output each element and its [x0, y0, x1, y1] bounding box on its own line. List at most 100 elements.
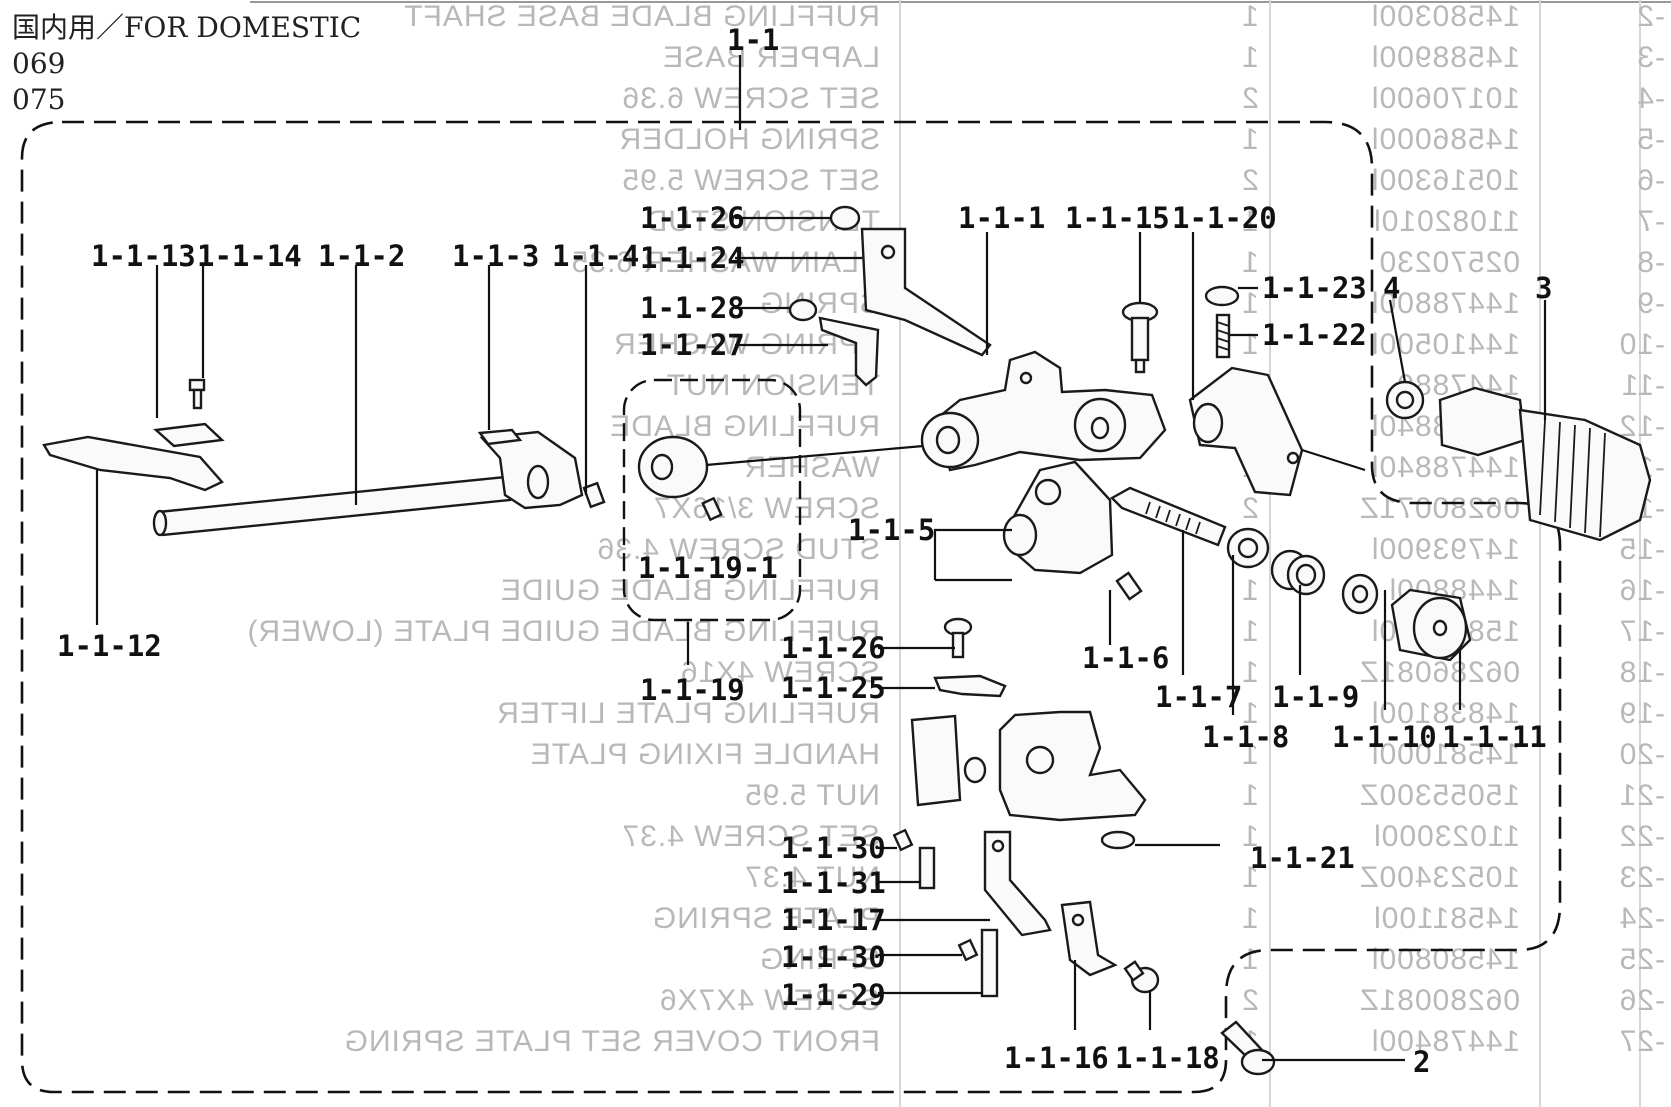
- ghost-part-code: 11023000l: [1373, 820, 1520, 853]
- callout-1-1-20: 1-1-20: [1172, 201, 1277, 235]
- ghost-part-name: SPRING HOLDER: [619, 123, 880, 156]
- ghost-part-index: -25: [1619, 943, 1665, 976]
- part-1-1-23-screw: [1204, 285, 1240, 307]
- ghost-part-index: -16: [1619, 574, 1665, 607]
- ghost-part-qty: 1: [1241, 902, 1259, 935]
- ghost-part-index: -7: [1636, 205, 1665, 238]
- ghost-part-code: 14588900l: [1371, 41, 1520, 74]
- part-1-1-5-block: [1002, 460, 1114, 575]
- part-1-1-2-shaft: [152, 475, 512, 537]
- part-1-1-7-stud: [1110, 486, 1227, 547]
- ghost-part-name: RUFFLING BLADE: [609, 410, 880, 443]
- part-1-1-12-bracket: [42, 435, 224, 492]
- callout-1-1-18: 1-1-18: [1115, 1041, 1220, 1075]
- callout-1-1-11: 1-1-11: [1442, 720, 1547, 754]
- callout-labels: 1-1 1-1-13 1-1-14 1-1-2 1-1-3 1-1-4 1-1-…: [57, 23, 1552, 1079]
- ghost-part-code: 14478840l: [1371, 451, 1520, 484]
- callout-1-1-27: 1-1-27: [640, 328, 745, 362]
- part-1-1-26-nut: [829, 205, 861, 231]
- callout-1-1: 1-1: [727, 23, 779, 57]
- callout-1-1-21: 1-1-21: [1250, 841, 1355, 875]
- ghost-part-index: -27: [1619, 1025, 1665, 1058]
- part-1-1-14-screw: [188, 378, 206, 410]
- callout-1-1-30-upper: 1-1-30: [781, 831, 886, 865]
- ghost-part-code: 14478400l: [1371, 1025, 1520, 1058]
- callout-3: 3: [1535, 271, 1552, 305]
- ghost-part-index: -11: [1621, 369, 1665, 402]
- ghost-part-code: 14580800l: [1371, 943, 1520, 976]
- ghost-part-name: SCREW 4X7X6: [659, 984, 880, 1017]
- ghost-part-qty: 1: [1241, 205, 1259, 238]
- part-1-1-19-1-collar: [637, 435, 936, 522]
- ghost-part-qty: 1: [1241, 656, 1259, 689]
- ghost-part-index: -2: [1636, 0, 1665, 33]
- ghost-part-qty: 1: [1241, 246, 1259, 279]
- ghost-part-name: TENSION NUT: [666, 369, 880, 402]
- ghost-part-qty: 1: [1241, 779, 1259, 812]
- ghost-part-code: 06280071Z: [1359, 492, 1520, 525]
- part-1-1-27-spring: [818, 316, 880, 387]
- ghost-part-code: 14478800l: [1371, 287, 1520, 320]
- callout-1-1-23: 1-1-23: [1262, 271, 1367, 305]
- ghost-part-name: PLAIN WASHER 6.35: [571, 246, 880, 279]
- ghost-part-name: RUFFLING BLADE BASE SHAFT: [403, 0, 880, 33]
- ghost-part-qty: 1: [1241, 287, 1259, 320]
- ghost-part-name: SCREW 3/16X7: [653, 492, 880, 525]
- ghost-part-name: SET SCREW 5.95: [621, 164, 880, 197]
- model-code-075: 075: [12, 83, 66, 116]
- part-1-1-18-screw: [1123, 960, 1160, 994]
- ghost-part-code: 02570230: [1379, 246, 1520, 279]
- model-code-069: 069: [12, 47, 66, 80]
- callout-1-1-6: 1-1-6: [1082, 641, 1169, 675]
- part-1-1-1-base: [920, 350, 1167, 472]
- ghost-part-name: HANDLE FIXING PLATE: [530, 738, 880, 771]
- callout-1-1-19-1: 1-1-19-1: [638, 551, 778, 585]
- ghost-part-index: -17: [1619, 615, 1665, 648]
- ghost-part-code: 14580300l: [1371, 0, 1520, 33]
- callout-1-1-14: 1-1-14: [197, 239, 302, 273]
- callout-1-1-1: 1-1-1: [958, 201, 1045, 235]
- part-1-1-8-washer: [1226, 527, 1270, 569]
- callout-1-1-2: 1-1-2: [318, 239, 405, 273]
- callout-1-1-31: 1-1-31: [781, 866, 886, 900]
- part-1-1-11-nut: [1390, 588, 1472, 662]
- ghost-part-code: 06286081Z: [1359, 656, 1520, 689]
- ghost-part-qty: 1: [1241, 943, 1259, 976]
- ghost-part-code: 14838100l: [1371, 697, 1520, 730]
- ghost-part-qty: 1: [1241, 697, 1259, 730]
- part-1-1-9-spring: [1270, 549, 1326, 596]
- ghost-part-code: 06280081Z: [1359, 984, 1520, 1017]
- ghost-part-index: -26: [1619, 984, 1665, 1017]
- callout-1-1-26-lower: 1-1-26: [781, 631, 886, 665]
- callout-1-1-13: 1-1-13: [91, 239, 196, 273]
- ghost-part-qty: 1: [1241, 820, 1259, 853]
- callout-2: 2: [1413, 1045, 1430, 1079]
- part-1-1-22-spring: [1215, 313, 1231, 359]
- ghost-part-name: FRONT COVER SET PLATE SPRING: [344, 1025, 880, 1058]
- ghost-part-code: 14586000l: [1371, 123, 1520, 156]
- ghost-part-name: SCREW 4X16: [680, 656, 880, 689]
- ghost-part-index: -10: [1619, 328, 1665, 361]
- callout-1-1-16: 1-1-16: [1004, 1041, 1109, 1075]
- part-1-1-16-plate: [1060, 900, 1118, 977]
- part-1-1-21-lifter: [910, 710, 1147, 850]
- ghost-part-index: -4: [1636, 82, 1665, 115]
- ghost-part-index: -3: [1636, 41, 1665, 74]
- ghost-part-qty: 2: [1241, 164, 1259, 197]
- ghost-part-qty: 1: [1241, 738, 1259, 771]
- callout-1-1-12: 1-1-12: [57, 629, 162, 663]
- callout-1-1-30-lower: 1-1-30: [781, 940, 886, 974]
- ghost-part-qty: 2: [1241, 492, 1259, 525]
- part-4-washer: [1385, 380, 1425, 420]
- ghost-part-name: STUD SCREW 4.36: [597, 533, 880, 566]
- ghost-part-index: -5: [1636, 123, 1665, 156]
- part-1-1-17-plate: [983, 830, 1052, 937]
- ghost-part-code: 14581100l: [1373, 902, 1520, 935]
- part-1-1-24-blade: [860, 227, 992, 357]
- ghost-part-code: 15055300Z: [1359, 779, 1520, 812]
- callout-1-1-9: 1-1-9: [1272, 680, 1359, 714]
- ghost-part-name: NUT 4.37: [744, 861, 880, 894]
- ghost-part-name: RUFFLING BLADE GUIDE: [500, 574, 880, 607]
